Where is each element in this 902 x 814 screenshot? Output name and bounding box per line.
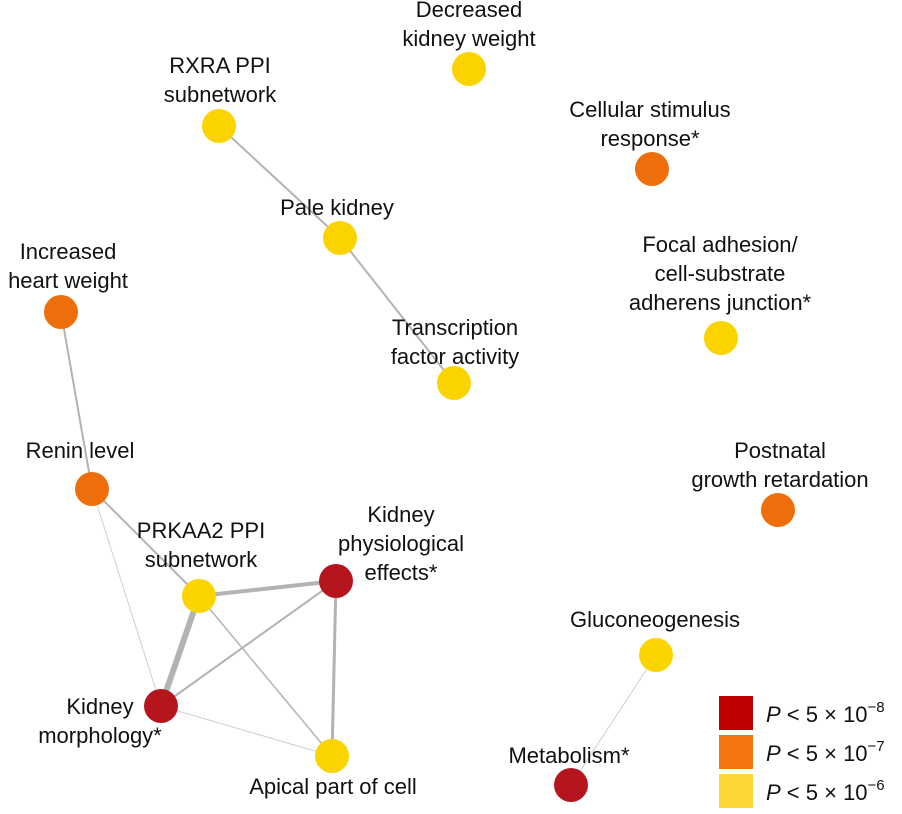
network-nodes bbox=[44, 52, 795, 802]
label-line: Kidney bbox=[66, 694, 133, 719]
label-kidney-morphology: Kidney morphology* bbox=[38, 694, 162, 748]
legend-label-1: P < 5 × 10−8 bbox=[766, 699, 885, 727]
label-line: heart weight bbox=[8, 268, 128, 293]
node-cellular-stimulus bbox=[635, 152, 669, 186]
label-line: Renin level bbox=[26, 438, 135, 463]
node-renin-level bbox=[75, 472, 109, 506]
legend-label-3: P < 5 × 10−6 bbox=[766, 777, 885, 805]
node-kidney-physiological bbox=[319, 564, 353, 598]
legend-p-symbol: P bbox=[766, 780, 781, 805]
label-line: subnetwork bbox=[164, 82, 278, 107]
label-line: Cellular stimulus bbox=[569, 97, 730, 122]
legend-threshold: < 5 × 10 bbox=[781, 702, 868, 727]
label-decreased-kidney-weight: Decreased kidney weight bbox=[402, 0, 535, 51]
node-gluconeogenesis bbox=[639, 638, 673, 672]
label-kidney-physiological: Kidney physiological effects* bbox=[338, 502, 464, 585]
label-line: Decreased bbox=[416, 0, 522, 22]
edge-renin-level-kidney-morphology bbox=[91, 488, 162, 707]
label-line: Metabolism* bbox=[508, 743, 629, 768]
label-line: physiological bbox=[338, 531, 464, 556]
node-pale-kidney bbox=[323, 221, 357, 255]
node-rxra-ppi bbox=[202, 109, 236, 143]
label-line: RXRA PPI bbox=[169, 53, 270, 78]
label-line: PRKAA2 PPI bbox=[137, 518, 265, 543]
label-line: effects* bbox=[365, 560, 438, 585]
label-line: response* bbox=[600, 126, 700, 151]
node-focal-adhesion bbox=[704, 321, 738, 355]
legend-swatch-2 bbox=[719, 735, 753, 769]
label-line: growth retardation bbox=[691, 467, 868, 492]
label-increased-heart-weight: Increased heart weight bbox=[8, 239, 128, 293]
node-metabolism bbox=[554, 768, 588, 802]
legend-threshold: < 5 × 10 bbox=[781, 741, 868, 766]
legend-label-2: P < 5 × 10−7 bbox=[766, 738, 885, 766]
legend-exponent: −8 bbox=[868, 699, 885, 716]
label-line: kidney weight bbox=[402, 26, 535, 51]
edge-pale-kidney-transcription-factor bbox=[339, 237, 455, 384]
node-decreased-kidney-weight bbox=[452, 52, 486, 86]
label-focal-adhesion: Focal adhesion/cell-substrate adherens ju… bbox=[629, 232, 812, 315]
node-transcription-factor bbox=[437, 366, 471, 400]
label-line: Focal adhesion/ bbox=[642, 232, 798, 257]
legend-swatch-3 bbox=[719, 774, 753, 808]
edge-renin-level-prkaa2-ppi bbox=[91, 488, 200, 597]
node-apical-part bbox=[315, 739, 349, 773]
node-increased-heart-weight bbox=[44, 295, 78, 329]
network-edges bbox=[60, 125, 657, 786]
label-line: morphology* bbox=[38, 723, 162, 748]
legend-p-symbol: P bbox=[766, 702, 781, 727]
legend-exponent: −7 bbox=[868, 738, 885, 755]
label-cellular-stimulus: Cellular stimulus response* bbox=[569, 97, 730, 151]
label-pale-kidney: Pale kidney bbox=[280, 195, 394, 220]
legend-swatch-1 bbox=[719, 696, 753, 730]
edge-kidney-physiological-kidney-morphology bbox=[160, 580, 337, 707]
label-renin-level: Renin level bbox=[26, 438, 135, 463]
label-line: Increased bbox=[20, 239, 117, 264]
legend-exponent: −6 bbox=[868, 777, 885, 794]
legend: P < 5 × 10−8P < 5 × 10−7P < 5 × 10−6 bbox=[719, 696, 885, 808]
label-line: factor activity bbox=[391, 344, 519, 369]
label-line: Gluconeogenesis bbox=[570, 607, 740, 632]
edge-prkaa2-ppi-kidney-physiological bbox=[197, 579, 338, 598]
edge-kidney-morphology-apical-part bbox=[160, 705, 333, 757]
edge-increased-heart-weight-renin-level bbox=[60, 311, 93, 490]
edge-rxra-ppi-pale-kidney bbox=[218, 125, 341, 239]
label-line: Pale kidney bbox=[280, 195, 394, 220]
edge-prkaa2-ppi-kidney-morphology bbox=[158, 593, 202, 709]
edge-gluconeogenesis-metabolism bbox=[570, 654, 657, 786]
label-metabolism: Metabolism* bbox=[508, 743, 629, 768]
label-line: Apical part of cell bbox=[249, 774, 417, 799]
label-prkaa2-ppi: PRKAA2 PPI subnetwork bbox=[137, 518, 265, 572]
label-gluconeogenesis: Gluconeogenesis bbox=[570, 607, 740, 632]
node-prkaa2-ppi bbox=[182, 579, 216, 613]
edge-prkaa2-ppi-apical-part bbox=[198, 595, 333, 757]
legend-p-symbol: P bbox=[766, 741, 781, 766]
label-line: subnetwork bbox=[145, 547, 259, 572]
label-line: Kidney bbox=[367, 502, 434, 527]
node-postnatal-growth bbox=[761, 493, 795, 527]
label-rxra-ppi: RXRA PPI subnetwork bbox=[164, 53, 278, 107]
label-line: cell-substrate bbox=[655, 261, 786, 286]
label-line: Transcription bbox=[392, 315, 518, 340]
label-postnatal-growth: Postnatal growth retardation bbox=[691, 438, 868, 492]
node-kidney-morphology bbox=[144, 689, 178, 723]
edge-kidney-physiological-apical-part bbox=[330, 579, 338, 758]
label-line: adherens junction* bbox=[629, 290, 812, 315]
legend-threshold: < 5 × 10 bbox=[781, 780, 868, 805]
label-line: Postnatal bbox=[734, 438, 826, 463]
label-apical-part: Apical part of cell bbox=[249, 774, 417, 799]
label-transcription-factor: Transcription factor activity bbox=[391, 315, 519, 369]
